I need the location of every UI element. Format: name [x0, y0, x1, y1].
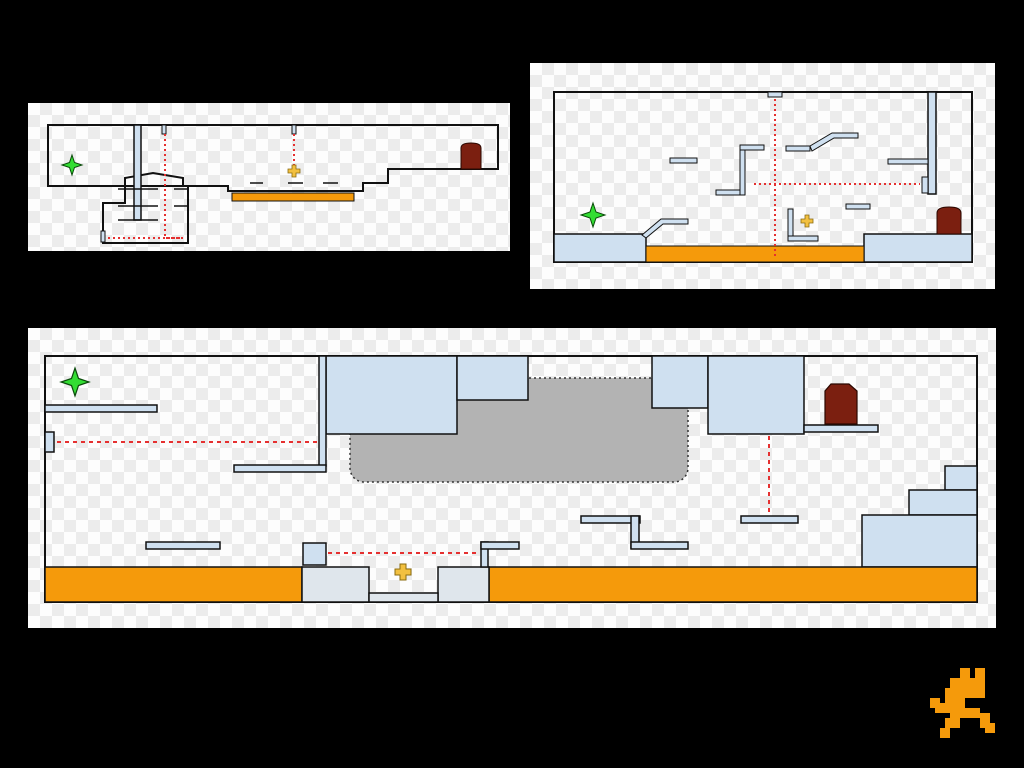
spawn-star-icon: [579, 201, 607, 229]
running-figure-icon: [930, 668, 995, 738]
exit-door-icon: [824, 383, 858, 425]
right-ground-block: [863, 233, 973, 263]
l-bracket: [787, 235, 819, 242]
ceiling-emitter: [767, 91, 783, 98]
level-3-map: [44, 355, 978, 603]
level-2-panel[interactable]: [530, 63, 995, 289]
exit-door-icon: [460, 142, 482, 170]
right-wall-pillar: [927, 91, 937, 195]
platform: [233, 464, 327, 473]
platform: [480, 541, 520, 550]
platform: [580, 515, 641, 524]
collectible-icon: [394, 563, 412, 581]
laser-emitter: [44, 431, 55, 453]
stair-block: [861, 514, 978, 568]
platform: [845, 203, 871, 210]
level-2-map: [553, 91, 973, 263]
platform: [887, 158, 929, 165]
lava-pool: [488, 566, 978, 603]
exit-door-icon: [936, 206, 962, 235]
ramp-platform: [641, 218, 689, 239]
laser-beam: [108, 134, 183, 239]
ramp-platform: [809, 132, 859, 152]
spawn-star-icon: [59, 366, 91, 398]
collectible-icon: [287, 164, 301, 178]
level-3-panel[interactable]: [28, 328, 996, 628]
ceiling-block: [456, 355, 529, 401]
platform: [630, 541, 689, 550]
collectible-icon: [800, 214, 814, 228]
lava-pool: [645, 245, 865, 263]
pit-floor: [368, 592, 439, 603]
lava-pool: [231, 192, 355, 202]
platform: [715, 189, 744, 196]
pit-block: [301, 566, 370, 603]
spawn-star-icon: [60, 153, 84, 177]
laser-emitter: [100, 230, 106, 243]
platform: [785, 145, 811, 152]
level-1-outline: [47, 124, 499, 244]
wall-stub: [921, 176, 929, 194]
ceiling-block: [325, 355, 458, 435]
wall-stub: [291, 124, 297, 135]
lava-pool: [44, 566, 303, 603]
platform: [740, 515, 799, 524]
pit-block: [437, 566, 490, 603]
platform: [145, 541, 221, 550]
wall-pillar: [318, 355, 327, 467]
platform: [669, 157, 698, 164]
ceiling-block: [651, 355, 709, 409]
platform: [739, 144, 746, 196]
stair-block: [908, 489, 978, 516]
wall-stub: [161, 124, 167, 135]
stair-block: [944, 465, 978, 491]
platform: [739, 144, 765, 151]
platform: [44, 404, 158, 413]
platform: [803, 424, 879, 433]
level-1-map: [47, 124, 499, 244]
ceiling-block: [707, 355, 805, 435]
level-1-panel[interactable]: [28, 103, 510, 251]
small-block: [302, 542, 327, 566]
left-ground-block: [553, 233, 647, 263]
